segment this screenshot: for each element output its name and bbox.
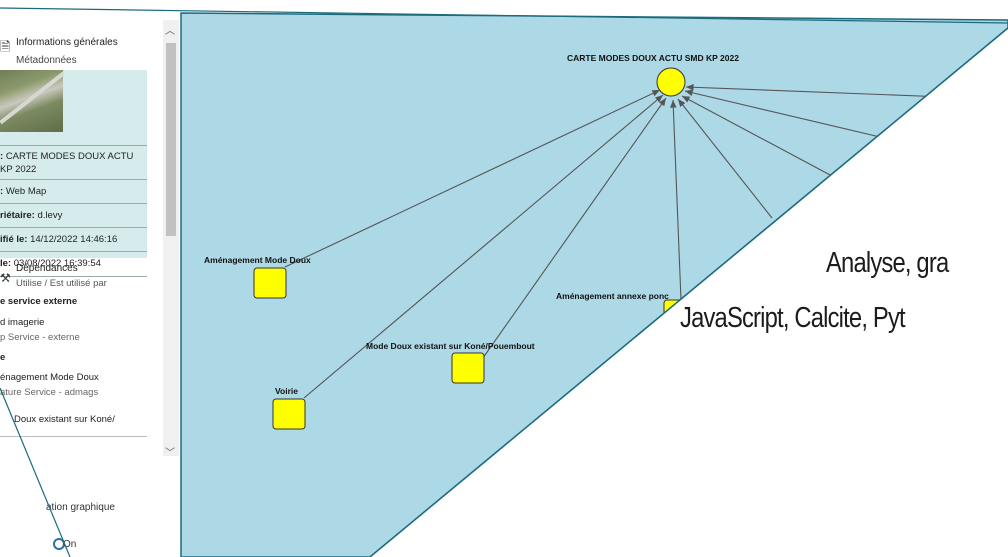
title-row: : CARTE MODES DOUX ACTU KP 2022	[0, 145, 147, 180]
dependency-item-doux[interactable]: Doux existant sur Koné/	[14, 414, 115, 425]
owner-label: riétaire:	[0, 210, 35, 221]
node-voirie[interactable]	[272, 398, 306, 430]
slide-text-line2: JavaScript, Calcite, Pyt	[680, 302, 906, 334]
type-row: : Web Map	[0, 179, 147, 204]
node-amenagement-label: Aménagement Mode Doux	[204, 255, 311, 265]
dependency-item-amenagement-type: ature Service - admags	[0, 387, 99, 398]
edge-voirie	[303, 94, 664, 399]
graphic-representation-label: ation graphique	[46, 502, 115, 513]
properties-panel: 🗎 Informations générales Métadonnées : C…	[0, 0, 182, 557]
tools-icon: ⚒	[0, 271, 11, 285]
edge-6	[681, 95, 833, 177]
edge-5	[677, 98, 773, 219]
toggle-on-label: On	[63, 539, 77, 550]
edge-amenagement	[284, 89, 661, 268]
owner-value: d.levy	[37, 210, 63, 221]
dependency-item-imagery-type: p Service - externe	[0, 332, 80, 343]
metadata-box: : CARTE MODES DOUX ACTU KP 2022 : Web Ma…	[0, 70, 147, 277]
title-value-cont: KP 2022	[0, 164, 37, 175]
dependencies-header[interactable]: ⚒ Dépendances Utilise / Est utilisé par	[0, 262, 147, 292]
edge-7	[684, 89, 881, 138]
created-label: le:	[0, 258, 12, 269]
dependency-item-imagery[interactable]: d imagerie	[0, 317, 45, 328]
node-mode-doux-label: Mode Doux existant sur Koné/Pouembout	[366, 341, 535, 351]
edge-mode-doux	[477, 97, 667, 366]
title-label: :	[0, 151, 4, 162]
slide-edge-diagonal	[369, 27, 1008, 557]
central-node[interactable]	[656, 67, 686, 97]
document-icon: 🗎	[0, 39, 11, 54]
general-info-title: Informations générales	[16, 37, 118, 48]
panel-divider	[0, 436, 147, 437]
title-value: CARTE MODES DOUX ACTU	[5, 151, 134, 162]
type-label: :	[0, 186, 4, 197]
dependencies-title: Dépendances	[16, 263, 78, 274]
modified-row: ifié le: 14/12/2022 14:46:16	[0, 227, 147, 252]
edges	[284, 83, 946, 399]
node-voirie-label: Voirie	[275, 386, 298, 396]
edge-annexe	[670, 99, 682, 301]
metadata-link[interactable]: Métadonnées	[16, 55, 77, 66]
node-amenagement[interactable]	[253, 267, 287, 299]
scroll-down-icon[interactable]: ﹀	[165, 448, 175, 459]
created-value: 03/08/2022 16:39:54	[13, 258, 101, 269]
map-thumbnail	[0, 70, 63, 132]
node-annexe-label: Aménagement annexe ponc	[556, 291, 669, 301]
panel-scrollbar[interactable]: ︿ ﹀	[163, 20, 179, 459]
scroll-thumb[interactable]	[166, 43, 176, 236]
central-node-label: CARTE MODES DOUX ACTU SMD KP 2022	[567, 53, 739, 63]
type-value: Web Map	[5, 186, 47, 197]
modified-value: 14/12/2022 14:46:16	[30, 234, 118, 245]
scroll-up-icon[interactable]: ︿	[165, 26, 175, 37]
dependencies-subtitle: Utilise / Est utilisé par	[16, 278, 107, 289]
section-other: e	[0, 352, 6, 363]
general-info-header[interactable]: 🗎 Informations générales Métadonnées	[0, 30, 147, 70]
section-external-service: e service externe	[0, 296, 78, 307]
edge-8	[685, 83, 946, 98]
created-row: le: 03/08/2022 16:39:54	[0, 251, 147, 277]
modified-label: ifié le:	[0, 234, 28, 245]
slide-edge-top	[0, 7, 1008, 24]
owner-row: riétaire: d.levy	[0, 203, 147, 228]
dependency-item-amenagement[interactable]: énagement Mode Doux	[0, 372, 99, 383]
slide-edge-left	[0, 387, 71, 557]
node-mode-doux[interactable]	[451, 352, 485, 384]
slide-text-line1: Analyse, gra	[826, 247, 949, 279]
